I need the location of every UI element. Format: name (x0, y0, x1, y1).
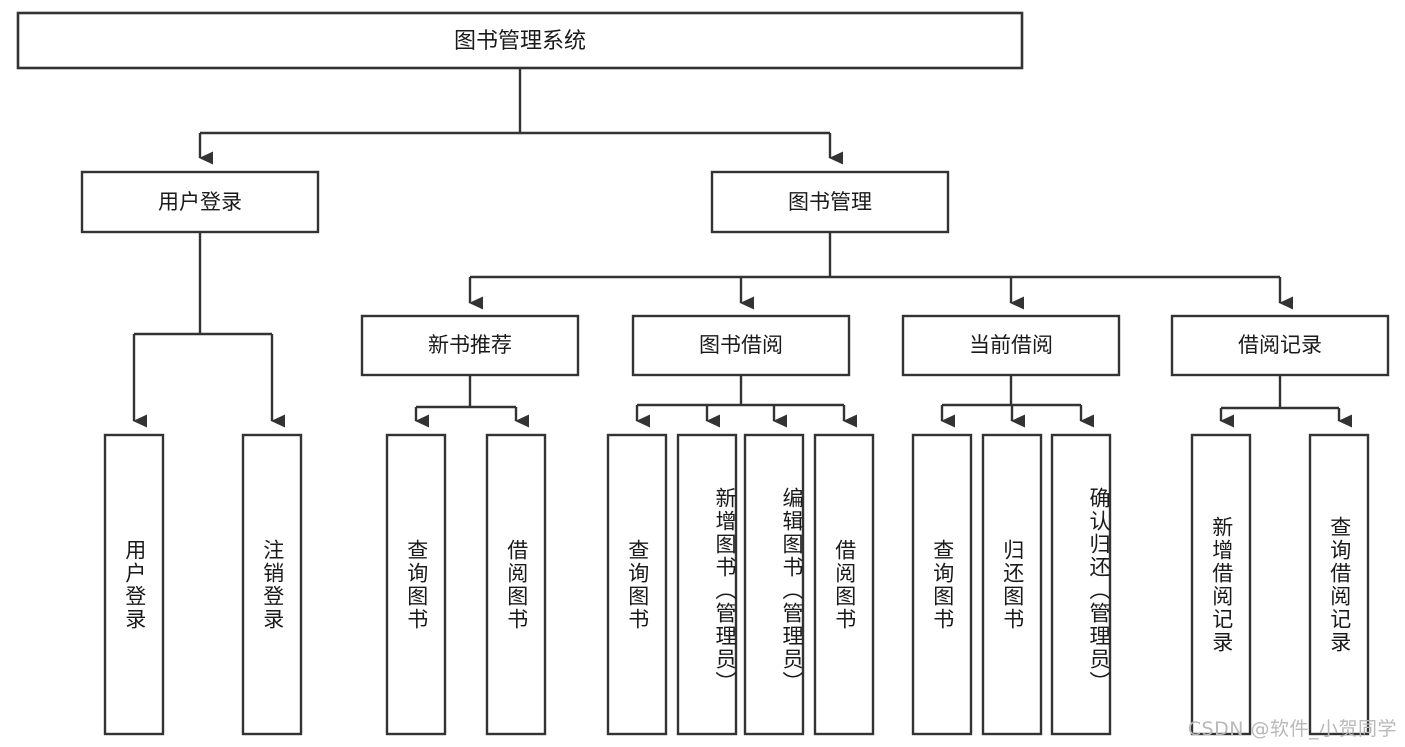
node-current-borrow-label: 当前借阅 (969, 333, 1053, 357)
leaf-confirm-return-rect[interactable] (1050, 433, 1112, 736)
connector-group-user-login (132, 232, 285, 428)
node-current-borrow[interactable]: 当前借阅 (901, 314, 1121, 377)
leaf-query-book-brw-rect[interactable] (606, 433, 668, 736)
leaf-query-book-cur-rect[interactable] (911, 433, 973, 736)
connector-group-root (198, 68, 843, 165)
connector-group-current-borrow (940, 375, 1094, 428)
leaf-borrow-book-rec-rect[interactable] (485, 433, 547, 736)
node-user-login-label: 用户登录 (158, 190, 242, 214)
node-book-borrow-rect[interactable] (631, 314, 851, 377)
leaf-borrow-book-brw-rect[interactable] (813, 433, 875, 736)
node-book-mgmt[interactable]: 图书管理 (710, 170, 950, 234)
connector-group-book-mgmt (468, 232, 1293, 310)
leaf-user-logout-rect[interactable] (241, 433, 303, 736)
leaf-query-record-rect[interactable] (1308, 433, 1370, 736)
node-root-label: 图书管理系统 (454, 29, 586, 54)
node-book-mgmt-label: 图书管理 (788, 190, 872, 214)
node-borrow-record-label: 借阅记录 (1238, 333, 1322, 357)
connector-group-new-book-rec (414, 375, 529, 428)
node-new-book-rec-label: 新书推荐 (428, 333, 512, 357)
connector-group-book-borrow (635, 375, 857, 428)
node-book-borrow[interactable]: 图书借阅 (631, 314, 851, 377)
node-user-login[interactable]: 用户登录 (80, 170, 320, 234)
node-current-borrow-rect[interactable] (901, 314, 1121, 377)
node-new-book-rec[interactable]: 新书推荐 (360, 314, 580, 377)
leaf-add-record-rect[interactable] (1190, 433, 1252, 736)
node-root-rect[interactable] (16, 11, 1024, 70)
leaf-box-group (103, 433, 1370, 736)
leaf-add-book-rect[interactable] (676, 433, 738, 736)
node-user-login-rect[interactable] (80, 170, 320, 234)
node-new-book-rec-rect[interactable] (360, 314, 580, 377)
leaf-edit-book-rect[interactable] (743, 433, 805, 736)
leaf-return-book-rect[interactable] (981, 433, 1043, 736)
connector-group-borrow-record (1219, 375, 1352, 428)
leaf-user-login-rect[interactable] (103, 433, 165, 736)
node-borrow-record[interactable]: 借阅记录 (1170, 314, 1390, 377)
node-borrow-record-rect[interactable] (1170, 314, 1390, 377)
node-book-borrow-label: 图书借阅 (699, 333, 783, 357)
node-root[interactable]: 图书管理系统 (16, 11, 1024, 70)
leaf-query-book-rec-rect[interactable] (385, 433, 447, 736)
node-book-mgmt-rect[interactable] (710, 170, 950, 234)
